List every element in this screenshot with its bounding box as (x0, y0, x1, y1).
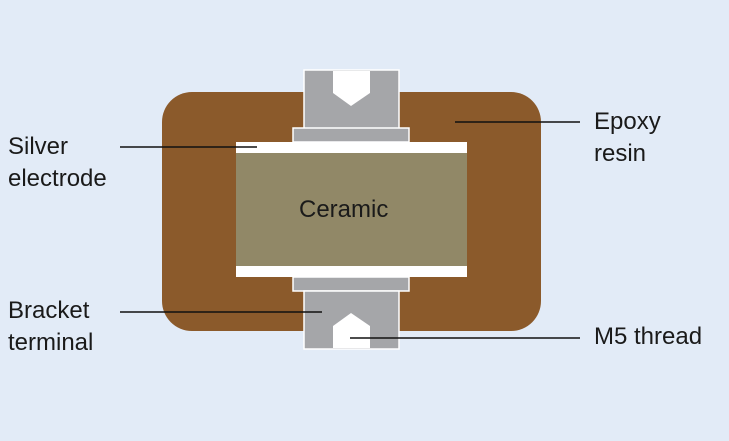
label-line: resin (594, 140, 647, 167)
epoxy-resin-label: Epoxy resin (594, 106, 661, 170)
label-line: terminal (8, 329, 94, 356)
label-line: Silver (8, 133, 69, 160)
label-line: Epoxy (594, 108, 661, 135)
m5-thread-label: M5 thread (594, 323, 703, 350)
bottom-terminal-flange (292, 276, 410, 292)
ceramic-disc (236, 153, 467, 266)
m5-thread-hole (333, 313, 370, 348)
bracket-terminal-label: Bracket terminal (8, 295, 93, 359)
label-line: Bracket (8, 297, 90, 324)
bottom-silver-electrode (236, 266, 467, 277)
label-line: electrode (8, 165, 107, 192)
top-thread-hole (333, 71, 370, 106)
top-silver-electrode (236, 142, 467, 153)
top-terminal-flange (292, 127, 410, 143)
silver-electrode-label: Silver electrode (8, 131, 107, 195)
ceramic-label: Ceramic (299, 196, 389, 223)
